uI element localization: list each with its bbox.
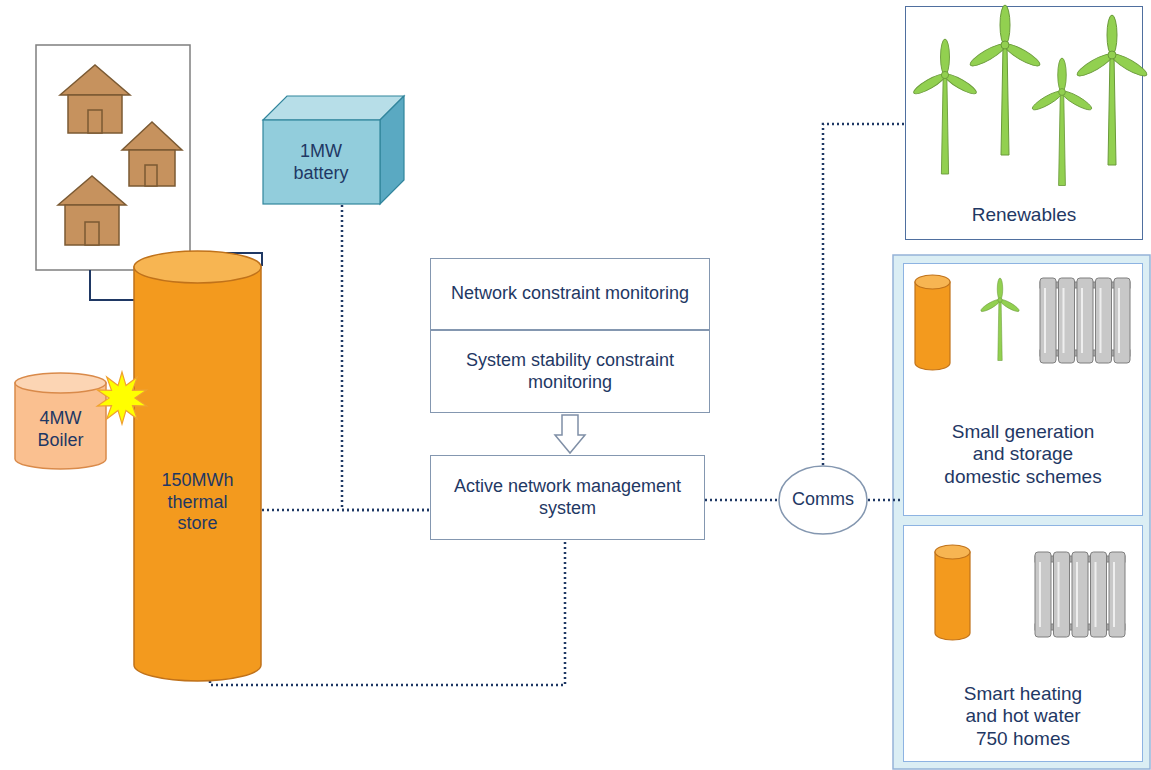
cylinder-top	[15, 373, 106, 393]
battery-front	[263, 120, 380, 204]
node-label: Network constraint monitoring	[451, 283, 689, 305]
node-label: 150MWh thermal store	[153, 470, 243, 535]
domestic-generation-icons	[915, 275, 1130, 370]
cylinder-body	[15, 383, 106, 469]
node-label: System stability constraint monitoring	[450, 350, 690, 393]
dotted-link	[868, 499, 903, 502]
dotted-link	[210, 540, 565, 685]
node-label: 1MW battery	[281, 141, 361, 184]
thermal-store-cylinder-outline	[133, 250, 262, 682]
wind-turbines	[912, 5, 1150, 186]
node-label: Active network management system	[448, 476, 688, 519]
monitoring-box: Network constraint monitoring	[430, 258, 710, 330]
thermal-store-cylinder: 150MWh thermal store	[133, 250, 262, 682]
battery-side	[380, 96, 404, 204]
node-label: Small generation and storage domestic sc…	[936, 421, 1111, 489]
cylinder-body	[134, 267, 261, 681]
block-arrow	[555, 415, 585, 453]
house-icons	[58, 65, 182, 245]
domestic-panel	[893, 255, 1150, 769]
dotted-link	[705, 499, 778, 502]
circle-outline	[779, 466, 867, 534]
boiler-cylinder: 4MW Boiler	[14, 372, 107, 470]
flame-burst	[97, 372, 146, 424]
node-label: Renewables	[972, 204, 1077, 227]
node-label: 4MW Boiler	[26, 408, 96, 451]
dotted-link	[823, 124, 905, 465]
dotted-link	[342, 205, 430, 510]
smart-heating-icons	[935, 545, 1125, 640]
smart-heating-box: Smart heating and hot water 750 homes	[903, 525, 1143, 762]
renewables-box: Renewables	[905, 6, 1143, 240]
monitoring-box: System stability constraint monitoring	[430, 330, 710, 413]
process-box: Active network management system	[430, 455, 705, 540]
cylinder-top	[134, 251, 261, 283]
comms-circle: Comms	[778, 465, 868, 535]
battery-box: 1MW battery	[262, 95, 405, 205]
node-label: Comms	[792, 489, 854, 511]
node-label: Smart heating and hot water 750 homes	[953, 683, 1093, 751]
domestic-scheme-box: Small generation and storage domestic sc…	[903, 263, 1143, 516]
houses-box	[36, 45, 190, 270]
dotted-link	[262, 509, 430, 512]
